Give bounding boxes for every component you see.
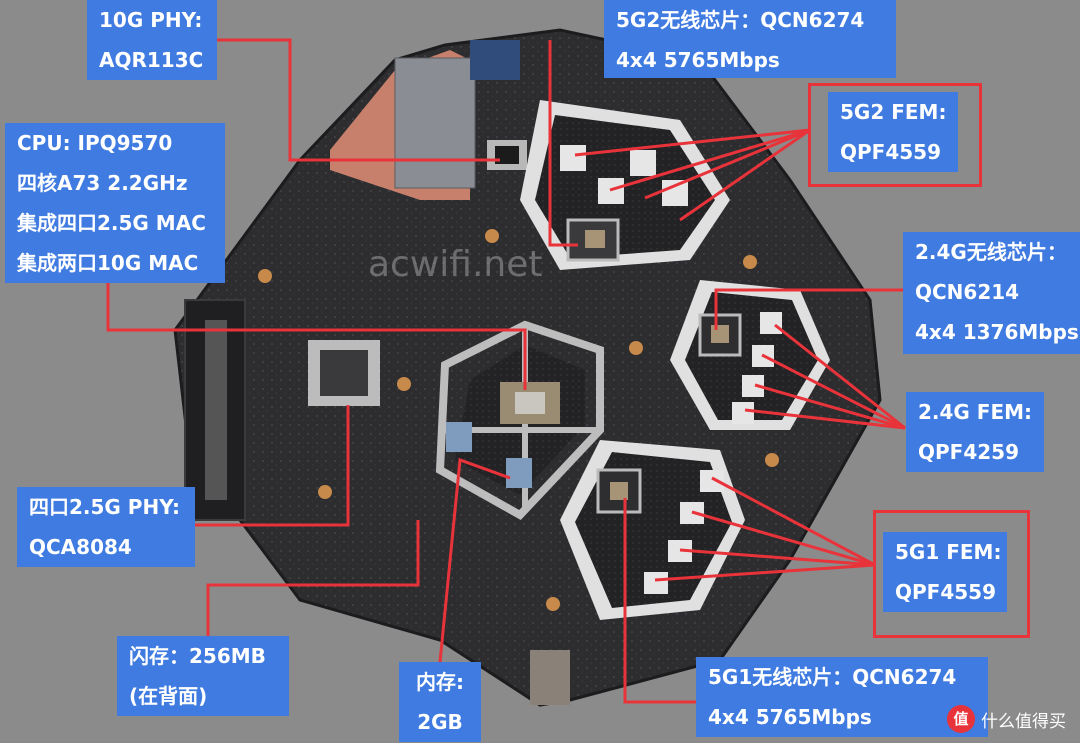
bottom-connector — [530, 650, 570, 705]
radio-24g-block — [670, 280, 830, 430]
ram-chip-1 — [446, 422, 472, 452]
label-25g-phy: 四口2.5G PHY:QCA8084 — [17, 487, 195, 567]
label-5g2-fem: 5G2 FEM:QPF4559 — [828, 92, 958, 172]
label-5g1-fem: 5G1 FEM:QPF4559 — [883, 532, 1007, 612]
site-logo-text: 什么值得买 — [981, 711, 1066, 732]
watermark: acwifi.net — [368, 244, 543, 285]
site-logo-badge: 值 — [947, 705, 975, 733]
label-24g-fem: 2.4G FEM:QPF4259 — [906, 392, 1044, 472]
label-10g-phy: 10G PHY:AQR113C — [87, 0, 217, 80]
site-logo: 值 什么值得买 — [947, 705, 1066, 733]
label-flash: 闪存：256MB(在背面) — [117, 636, 289, 716]
ram-chip-2 — [506, 458, 532, 488]
callout-lines — [106, 38, 906, 704]
highlight-5g2-fem — [808, 83, 982, 187]
label-ram: 内存:2GB — [399, 662, 481, 742]
heatsink-top — [394, 57, 476, 189]
highlight-5g1-fem — [873, 510, 1030, 638]
phy25g-chip — [320, 350, 368, 396]
